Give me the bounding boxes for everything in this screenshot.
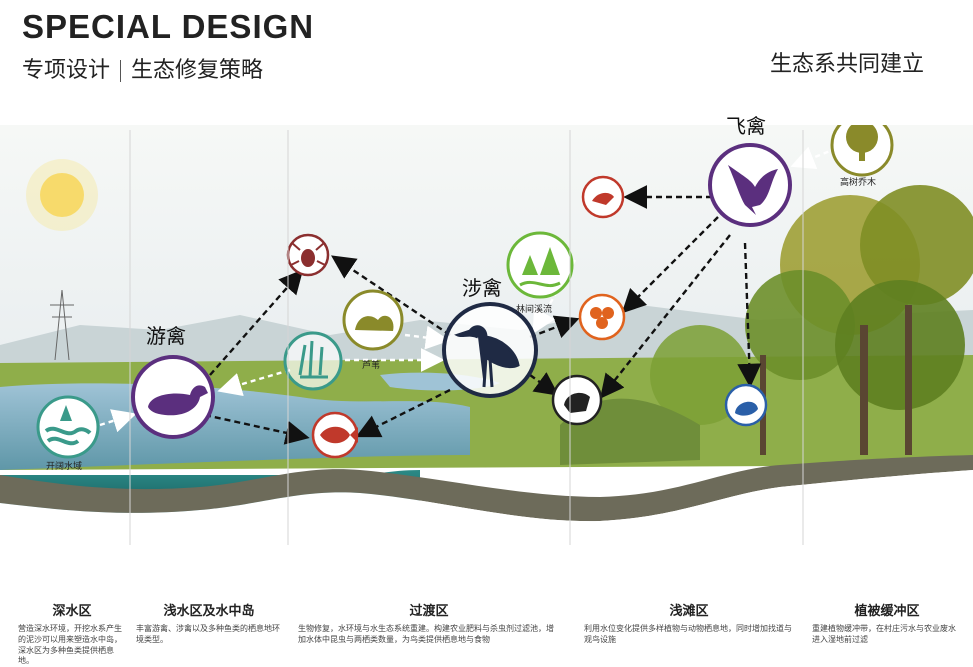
forest-stream-node xyxy=(508,233,572,297)
open-water-node xyxy=(38,397,98,457)
label-forest-stream: 林间溪流 xyxy=(516,302,552,315)
label-swimming-birds: 游禽 xyxy=(146,320,186,349)
reeds-node xyxy=(285,333,341,389)
zone-deep-water: 深水区 营造深水环境，开挖水系产生的泥沙可以用来塑造水中岛，深水区为多种鱼类提供… xyxy=(18,600,126,667)
zone-description: 重建植物缓冲带，在村庄污水与农业废水进入湿地前过滤 xyxy=(812,624,962,646)
title-cn-part-b: 生态修复策略 xyxy=(131,58,263,83)
zone-shoal: 浅滩区 利用水位变化提供多样植物与动物栖息地，同时增加找道与观鸟设施 xyxy=(584,600,794,646)
zone-vegetation-buffer: 植被缓冲区 重建植物缓冲带，在村庄污水与农业废水进入湿地前过滤 xyxy=(812,600,962,646)
title-english: SPECIAL DESIGN xyxy=(22,8,314,46)
sun-glow xyxy=(26,159,98,231)
zone-title: 深水区 xyxy=(18,600,126,619)
label-tall-trees: 高树乔木 xyxy=(840,175,876,188)
label-flying-birds: 飞禽 xyxy=(726,110,766,139)
insect-node xyxy=(288,235,328,275)
label-open-water: 开阔水域 xyxy=(46,459,82,472)
zone-description: 生物修复，水环境与水生态系统重建。构建农业肥料与杀虫剂过滤池，增加水体中昆虫与两… xyxy=(298,624,560,646)
label-reeds: 芦苇 xyxy=(362,358,380,371)
zone-title: 过渡区 xyxy=(298,600,560,619)
seed-node xyxy=(580,295,624,339)
zone-title: 植被缓冲区 xyxy=(812,600,962,619)
small-bird-node xyxy=(583,177,623,217)
zone-description: 营造深水环境，开挖水系产生的泥沙可以用来塑造水中岛，深水区为多种鱼类提供栖息地。 xyxy=(18,624,126,667)
zone-transition: 过渡区 生物修复，水环境与水生态系统重建。构建农业肥料与杀虫剂过滤池，增加水体中… xyxy=(298,600,560,646)
zone-shallow-water: 浅水区及水中岛 丰富游禽、涉禽以及多种鱼类的栖息地环境类型。 xyxy=(136,600,282,646)
flying-bird-node xyxy=(710,145,790,225)
title-cn-part-a: 专项设计 xyxy=(22,58,110,83)
zone-title: 浅滩区 xyxy=(584,600,794,619)
zone-title: 浅水区及水中岛 xyxy=(136,600,282,619)
fish-node xyxy=(313,413,358,457)
frog-node xyxy=(726,385,766,425)
zone-description: 丰富游禽、涉禽以及多种鱼类的栖息地环境类型。 xyxy=(136,624,282,646)
label-wading-birds: 涉禽 xyxy=(462,272,502,301)
wading-bird-node xyxy=(444,304,536,396)
title-separator xyxy=(120,60,121,82)
tall-tree-node xyxy=(832,125,892,175)
shoal-node xyxy=(344,291,402,349)
title-chinese: 专项设计生态修复策略 xyxy=(22,52,263,84)
ground-bird-node xyxy=(553,376,601,424)
swimming-bird-node xyxy=(133,357,213,437)
zone-description: 利用水位变化提供多样植物与动物栖息地，同时增加找道与观鸟设施 xyxy=(584,624,794,646)
ecosystem-tag: 生态系共同建立 xyxy=(770,46,924,78)
